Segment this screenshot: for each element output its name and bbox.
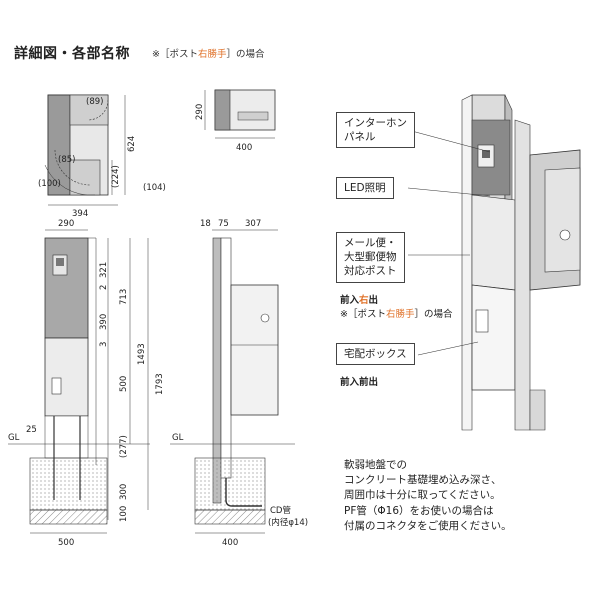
cd-pipe-label: CD管 bbox=[270, 505, 291, 516]
dim-top-100: (100) bbox=[38, 179, 61, 189]
dim-front-290: 290 bbox=[58, 219, 74, 229]
top-view: (89) (85) (100) (224) 624 394 (104) bbox=[38, 94, 166, 219]
callout-intercom: インターホン パネル bbox=[336, 112, 415, 149]
callout-post: メール便・ 大型郵便物 対応ポスト bbox=[336, 232, 405, 283]
footnote-l2: コンクリート基礎埋め込み深さ、 bbox=[344, 474, 502, 487]
note-accent: 右勝手 bbox=[197, 49, 227, 60]
callout-leaders bbox=[407, 129, 491, 356]
callout-intercom-l1: インターホン bbox=[344, 117, 407, 129]
footnote-l4: PF管（Φ16）をお使いの場合は bbox=[344, 504, 494, 517]
post-direction-a: 前入 bbox=[340, 295, 360, 306]
dim-front-3: 3 bbox=[99, 342, 109, 347]
dim-front-500-base: 500 bbox=[58, 538, 74, 548]
dim-front-500: 500 bbox=[119, 376, 129, 392]
callout-post-l2: 大型郵便物 bbox=[344, 251, 397, 264]
dim-front-100: 100 bbox=[119, 506, 129, 522]
dim-top-104: (104) bbox=[143, 183, 166, 193]
footnote-l1: 軟弱地盤での bbox=[344, 459, 407, 471]
dim-top-224: (224) bbox=[111, 165, 121, 188]
callout-intercom-l2: パネル bbox=[344, 131, 376, 144]
cd-pipe-sub: (内径φ14) bbox=[268, 517, 308, 528]
dim-top-89: (89) bbox=[86, 97, 103, 107]
post-direction-label: 前入右出 bbox=[340, 292, 378, 306]
dim-front-321: 321 bbox=[99, 262, 109, 278]
post-direction-b: 右 bbox=[359, 295, 369, 306]
dim-side-400: 400 bbox=[222, 538, 238, 548]
dim-side-307: 307 bbox=[245, 219, 261, 229]
callout-delivery-text: 宅配ボックス bbox=[344, 348, 407, 360]
post-hand-c: ］の場合 bbox=[414, 309, 453, 320]
footnote: 軟弱地盤での コンクリート基礎埋め込み深さ、 周囲巾は十分に取ってください。 P… bbox=[344, 458, 512, 534]
footnote-l5: 付属のコネクタをご使用ください。 bbox=[344, 519, 512, 532]
dim-front-300: 300 bbox=[119, 484, 129, 500]
front-view: 290 GL 500 25 321 2 713 390 3 1493 1793 … bbox=[8, 219, 165, 548]
post-hand-note: ※［ポスト右勝手］の場合 bbox=[340, 306, 453, 320]
dim-top-394: 394 bbox=[72, 209, 88, 219]
dim-front-1493: 1493 bbox=[137, 343, 147, 365]
dim-front-1793: 1793 bbox=[155, 373, 165, 395]
hand-note: ※［ポスト右勝手］の場合 bbox=[152, 46, 265, 60]
dim-front-277: (277) bbox=[119, 435, 129, 458]
dim-side-top-290: 290 bbox=[195, 104, 205, 120]
note-prefix: ※［ポスト bbox=[152, 49, 198, 60]
footnote-l3: 周囲巾は十分に取ってください。 bbox=[344, 489, 501, 502]
dim-front-25: 25 bbox=[26, 425, 37, 435]
dim-top-85: (85) bbox=[58, 155, 75, 165]
callout-post-l3: 対応ポスト bbox=[344, 265, 397, 278]
dim-top-624: 624 bbox=[127, 136, 137, 152]
post-hand-a: ※［ポスト bbox=[340, 309, 386, 320]
dim-front-713: 713 bbox=[119, 289, 129, 305]
post-hand-b: 右勝手 bbox=[385, 309, 415, 320]
callout-delivery: 宅配ボックス bbox=[336, 343, 415, 366]
delivery-direction-label: 前入前出 bbox=[340, 377, 379, 388]
dim-front-2: 2 bbox=[99, 285, 109, 290]
perspective-view bbox=[461, 94, 581, 431]
side-gl-label: GL bbox=[172, 433, 184, 443]
callout-led: LED照明 bbox=[336, 177, 394, 200]
side-top-view: 290 400 bbox=[195, 89, 276, 153]
callout-led-text: LED照明 bbox=[344, 182, 386, 194]
dim-side-75: 75 bbox=[218, 219, 229, 229]
callout-post-l1: メール便・ bbox=[344, 237, 397, 249]
dim-side-top-400: 400 bbox=[236, 143, 252, 153]
front-gl-label: GL bbox=[8, 433, 20, 443]
note-suffix: ］の場合 bbox=[226, 49, 265, 60]
page-title: 詳細図・各部名称 bbox=[14, 46, 130, 62]
post-direction-c: 出 bbox=[368, 295, 379, 306]
dim-side-18: 18 bbox=[200, 219, 211, 229]
dim-front-390: 390 bbox=[99, 314, 109, 330]
side-view: 18 75 307 GL 400 CD管 (内径φ14) bbox=[170, 219, 308, 548]
